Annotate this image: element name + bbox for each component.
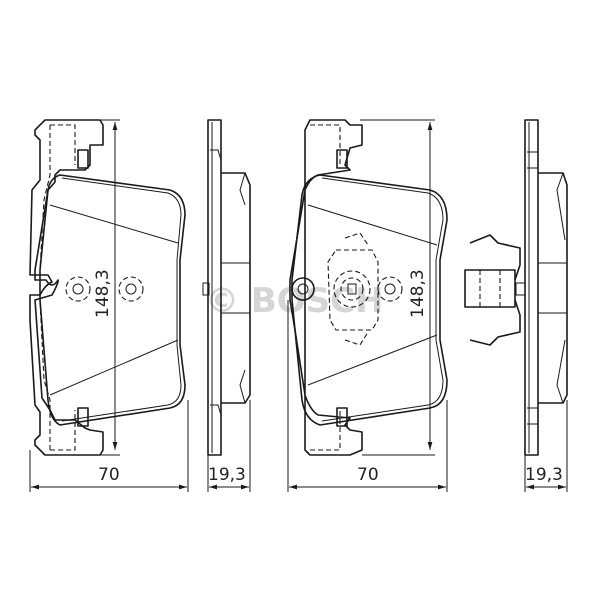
left-pad-side-view: 19,3 [202, 119, 251, 492]
left-height-label: 148,3 [93, 269, 113, 318]
right-height-label: 148,3 [408, 269, 428, 318]
left-backplate-outline [29, 119, 104, 456]
right-backplate-outline [289, 119, 363, 456]
left-pad-front-view: 148,3 70 [29, 119, 189, 492]
spring-clip [469, 234, 521, 346]
left-width-label: 70 [98, 465, 120, 485]
right-width-label: 70 [357, 465, 379, 485]
right-thickness-label: 19,3 [525, 465, 563, 485]
right-pad-front-view: 148,3 70 [287, 119, 448, 492]
left-friction-outline [39, 174, 186, 426]
right-pad-side-view: 19,3 [464, 119, 568, 492]
watermark: © BOSCH [205, 281, 384, 321]
left-thickness-label: 19,3 [208, 465, 246, 485]
